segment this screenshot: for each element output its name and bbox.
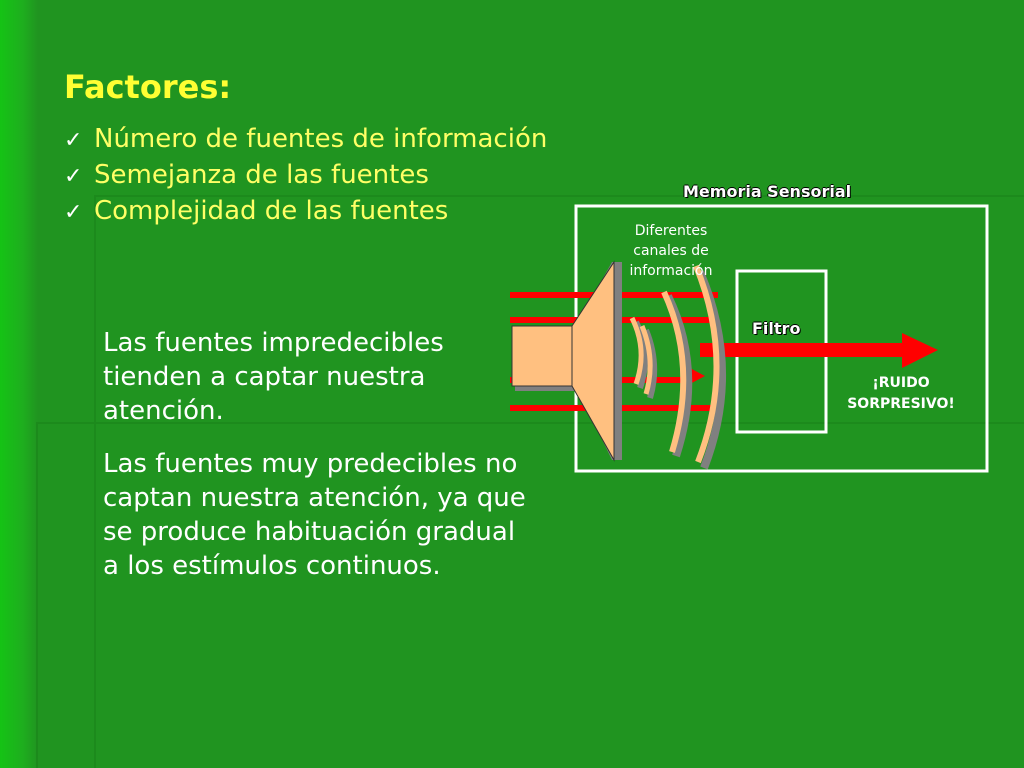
ruido-sorpresivo-label: ¡RUIDO SORPRESIVO!: [826, 373, 976, 415]
canales-label-line: canales de: [633, 243, 709, 259]
background-line: [36, 422, 38, 768]
background-line: [94, 195, 96, 768]
filtro-label: Filtro: [752, 319, 801, 338]
factor-text: Semejanza de las fuentes: [94, 160, 429, 190]
main-arrow-head: [902, 333, 938, 368]
checkmark-icon: ✓: [64, 128, 83, 153]
ruido-label-line: ¡RUIDO: [872, 375, 930, 391]
factor-item: ✓ Complejidad de las fuentes: [64, 194, 547, 230]
factor-text: Número de fuentes de información: [94, 124, 548, 154]
small-arrow-icon: [688, 367, 705, 385]
paragraph-unpredictable: Las fuentes impredecibles tienden a capt…: [103, 328, 444, 426]
speaker-icon: [511, 260, 622, 462]
background-line: [36, 422, 1024, 424]
canales-label: Diferentes canales de información: [604, 221, 738, 281]
sensory-memory-diagram: [500, 175, 1000, 485]
factor-item: ✓ Semejanza de las fuentes: [64, 158, 547, 194]
slide-title: Factores:: [64, 68, 232, 106]
checkmark-icon: ✓: [64, 164, 83, 189]
paragraph-predictable: Las fuentes muy predecibles no captan nu…: [103, 449, 526, 581]
factor-text: Complejidad de las fuentes: [94, 196, 449, 226]
background-stripe: [0, 0, 38, 768]
checkmark-icon: ✓: [64, 200, 83, 225]
main-arrow-shaft: [700, 343, 906, 357]
diagram-graphic: [510, 204, 989, 473]
factor-list: ✓ Número de fuentes de información ✓ Semej…: [64, 122, 547, 230]
factor-item: ✓ Número de fuentes de información: [64, 122, 547, 158]
canales-label-line: Diferentes: [634, 223, 708, 239]
ruido-label-line: SORPRESIVO!: [847, 396, 955, 412]
memoria-sensorial-label: Memoria Sensorial: [683, 182, 852, 201]
background-line: [94, 195, 1024, 197]
canales-label-line: información: [629, 263, 713, 279]
sound-waves: [629, 264, 727, 470]
